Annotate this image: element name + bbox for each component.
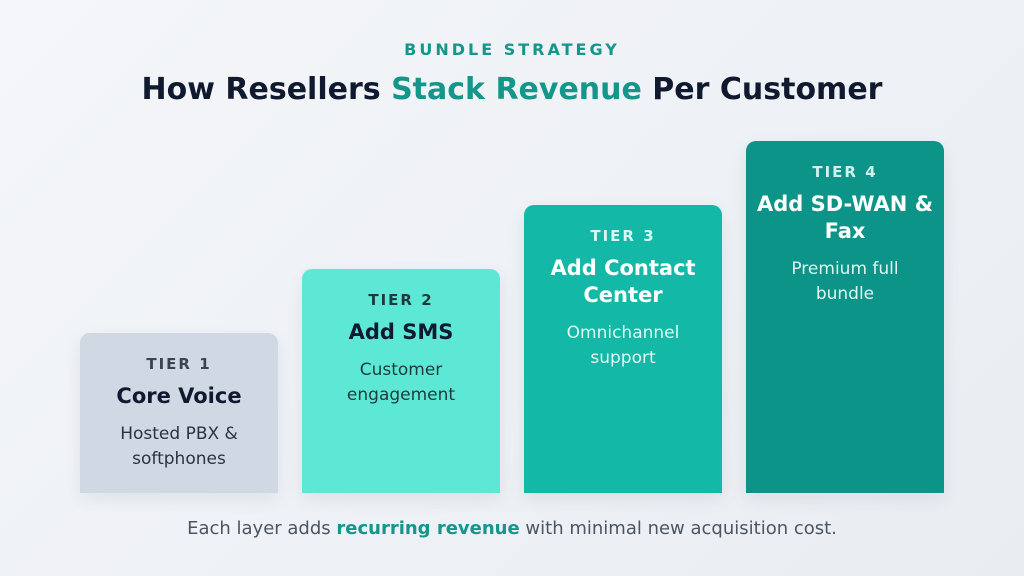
title-highlight: Stack Revenue bbox=[391, 72, 642, 107]
tier-name: Core Voice bbox=[116, 384, 242, 408]
title-part-1: How Resellers bbox=[141, 72, 392, 107]
tier-label: TIER 2 bbox=[368, 291, 434, 309]
tier-name: Add SD-WAN & Fax bbox=[756, 192, 934, 243]
footer-part-1: Each layer adds bbox=[187, 518, 337, 539]
eyebrow-label: BUNDLE STRATEGY bbox=[404, 40, 620, 59]
tier-label: TIER 1 bbox=[146, 355, 212, 373]
tier-4-block: TIER 4 Add SD-WAN & Fax Premium full bun… bbox=[746, 141, 944, 493]
footer-highlight: recurring revenue bbox=[336, 518, 520, 539]
tier-label: TIER 3 bbox=[590, 227, 656, 245]
tier-2-block: TIER 2 Add SMS Customer engagement bbox=[302, 269, 500, 493]
tier-description: Omnichannel support bbox=[566, 323, 680, 368]
tier-1-block: TIER 1 Core Voice Hosted PBX & softphone… bbox=[80, 333, 278, 493]
tier-name: Add SMS bbox=[348, 320, 454, 344]
tier-label: TIER 4 bbox=[812, 163, 878, 181]
title-part-2: Per Customer bbox=[641, 72, 883, 107]
footer-part-2: with minimal new acquisition cost. bbox=[519, 518, 837, 539]
page-title: How Resellers Stack Revenue Per Customer bbox=[0, 72, 1024, 107]
tier-description: Customer engagement bbox=[346, 360, 456, 405]
tier-description: Hosted PBX & softphones bbox=[120, 424, 238, 469]
tier-3-block: TIER 3 Add Contact Center Omnichannel su… bbox=[524, 205, 722, 493]
tier-description: Premium full bundle bbox=[791, 259, 899, 304]
footer-note: Each layer adds recurring revenue with m… bbox=[0, 518, 1024, 539]
tier-name: Add Contact Center bbox=[550, 256, 696, 307]
